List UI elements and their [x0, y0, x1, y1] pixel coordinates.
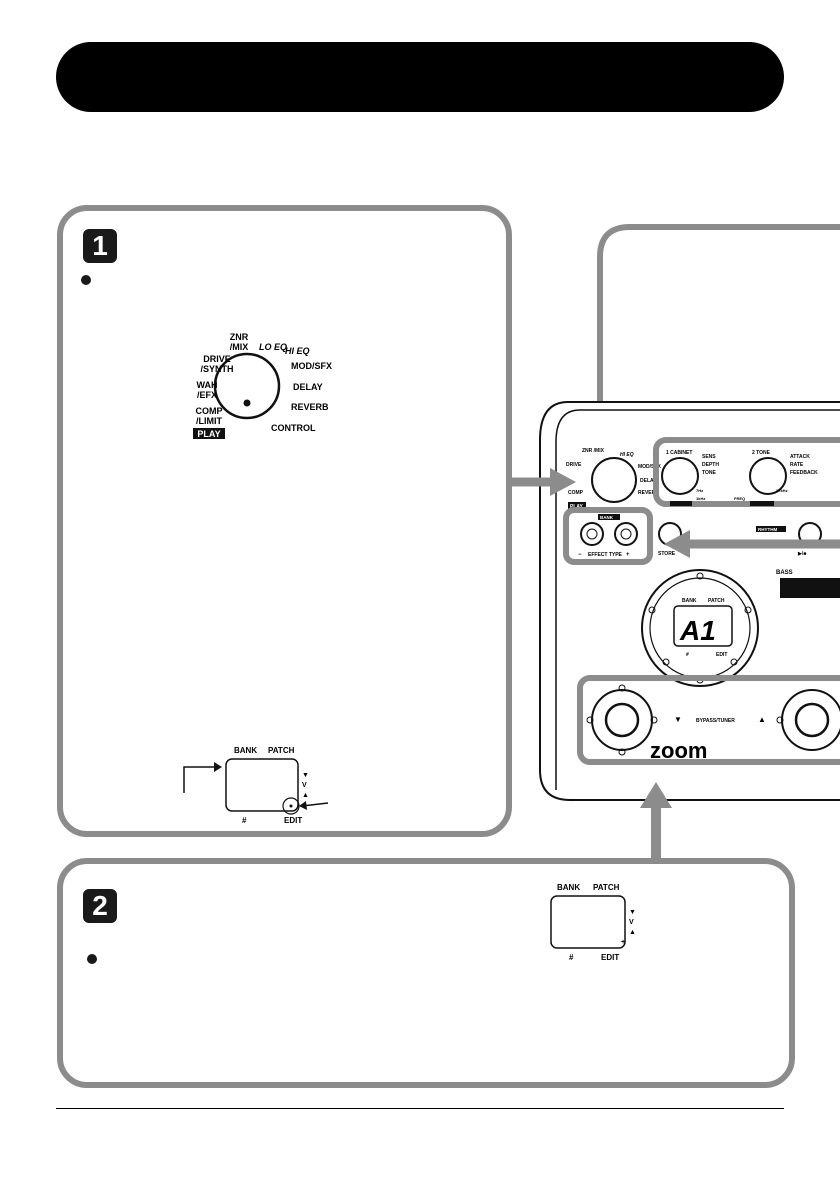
label-reverb: REVERB	[291, 402, 329, 412]
label-drive-synth-2: /SYNTH	[200, 364, 233, 374]
bank-buttons-box	[563, 507, 653, 565]
device-display-readout: A1	[679, 615, 716, 646]
mode-selector-pointer	[243, 399, 251, 407]
svg-text:RHYTHM: RHYTHM	[758, 527, 777, 532]
device-mode-knob	[591, 457, 637, 503]
display-bank-label: BANK	[234, 746, 257, 755]
label-znr-mix-1: ZNR	[230, 332, 249, 342]
mode-selector-knob	[213, 352, 281, 420]
svg-text:▲: ▲	[758, 715, 766, 724]
svg-text:RATE: RATE	[790, 462, 804, 468]
label-control: CONTROL	[271, 423, 316, 433]
device-callout: ZNR /MIX DRIVE HI EQ MOD/SFX DELAY REVER…	[510, 224, 840, 860]
pointer-arrow-left	[183, 766, 220, 793]
bypass-tuner-label: BYPASS/TUNER	[696, 718, 735, 724]
svg-text:ATTACK: ATTACK	[790, 454, 810, 460]
svg-text:ZNR /MIX: ZNR /MIX	[582, 448, 605, 454]
param-knob-1	[661, 457, 699, 495]
footswitch-box	[577, 675, 840, 765]
svg-text:TONE: TONE	[702, 470, 716, 476]
label-znr-mix-2: /MIX	[230, 342, 249, 352]
label-hi-eq: HI EQ	[285, 346, 310, 356]
device-display-window	[673, 605, 733, 647]
label-drive-synth-1: DRIVE	[203, 354, 231, 364]
svg-text:BANK: BANK	[682, 598, 697, 604]
svg-text:+: +	[621, 939, 625, 946]
param-knob-2	[749, 457, 787, 495]
display-arrows: ▼	[302, 772, 309, 779]
footswitch-right	[781, 689, 840, 751]
section-title-bar	[56, 42, 784, 112]
label-mod-sfx: MOD/SFX	[291, 361, 332, 371]
svg-text:▲: ▲	[629, 929, 636, 936]
svg-text:−: −	[578, 552, 582, 558]
svg-text:EFFECT TYPE: EFFECT TYPE	[588, 552, 623, 558]
svg-text:DEPTH: DEPTH	[702, 462, 719, 468]
footer-rule	[56, 1108, 784, 1109]
label-comp-limit-1: COMP	[196, 406, 223, 416]
bank-minus-button	[580, 522, 604, 546]
svg-text:▼: ▼	[674, 715, 682, 724]
label-comp-limit-2: /LIMIT	[196, 416, 222, 426]
svg-text:EDIT: EDIT	[716, 652, 727, 658]
label-delay: DELAY	[293, 382, 323, 392]
svg-text:DELAY: DELAY	[640, 478, 657, 484]
device-model-label: BASS	[776, 570, 793, 576]
svg-text:MOD/SFX: MOD/SFX	[638, 464, 661, 470]
svg-text:V: V	[629, 919, 634, 926]
svg-text:+: +	[626, 552, 630, 558]
svg-text:FREQ: FREQ	[734, 496, 745, 501]
svg-text:#: #	[686, 652, 689, 658]
svg-text:REVERB: REVERB	[638, 490, 659, 496]
step1-badge: 1	[83, 229, 117, 263]
svg-text:EDIT: EDIT	[601, 953, 619, 962]
svg-text:BANK: BANK	[557, 883, 580, 892]
svg-text:BANK: BANK	[600, 515, 614, 520]
svg-text:▶/■: ▶/■	[797, 551, 806, 557]
mode-selector-illustration: ZNR /MIX LO EQ HI EQ DRIVE /SYNTH MOD/SF…	[193, 332, 332, 439]
svg-text:#: #	[569, 953, 574, 962]
label-play-bg	[193, 428, 225, 439]
svg-text:DRIVE: DRIVE	[566, 462, 582, 468]
svg-text:▼: ▼	[629, 909, 636, 916]
svg-text:STORE: STORE	[658, 551, 676, 557]
step1-panel: 1 ZNR /MIX LO EQ HI EQ DRIVE /SYNTH MOD/…	[57, 205, 512, 837]
device-brand-logo: zoom	[650, 738, 707, 763]
svg-text:FEEDBACK: FEEDBACK	[790, 470, 818, 476]
label-wah-efx-2: /EFX	[197, 390, 217, 400]
display-window	[225, 758, 299, 812]
svg-text:▲: ▲	[302, 792, 309, 799]
svg-text:V: V	[302, 782, 307, 789]
bank-plus-button	[614, 522, 638, 546]
display-edit-label: EDIT	[284, 816, 302, 825]
svg-text:1kHz: 1kHz	[696, 496, 705, 501]
svg-text:PATCH: PATCH	[593, 883, 620, 892]
svg-text:SENS: SENS	[702, 454, 716, 460]
step2-badge: 2	[83, 889, 117, 923]
svg-text:7Hz: 7Hz	[696, 488, 703, 493]
label-wah-efx-1: WAH	[197, 380, 218, 390]
label-play: PLAY	[197, 429, 220, 439]
svg-text:COMP: COMP	[568, 490, 584, 496]
display-patch-label: PATCH	[268, 746, 295, 755]
display-hash-label: #	[242, 816, 247, 825]
label-lo-eq: LO EQ	[259, 342, 287, 352]
step2-bullet	[87, 954, 97, 964]
svg-text:PATCH: PATCH	[708, 598, 725, 604]
display-illustration: BANK PATCH ▼ V ▲ # EDIT	[183, 746, 329, 825]
svg-text:1 CABINET: 1 CABINET	[666, 450, 692, 456]
svg-text:17kHz: 17kHz	[776, 488, 788, 493]
step1-bullet	[81, 275, 91, 285]
svg-text:HI EQ: HI EQ	[620, 452, 634, 458]
display-illustration-2: BANK PATCH ▼ V ▲ + # EDIT	[550, 883, 636, 962]
svg-text:2 TONE: 2 TONE	[752, 450, 771, 456]
footswitch-left	[591, 689, 653, 751]
step2-panel: 2 BANK PATCH ▼ V ▲ + # EDIT	[57, 858, 795, 1088]
